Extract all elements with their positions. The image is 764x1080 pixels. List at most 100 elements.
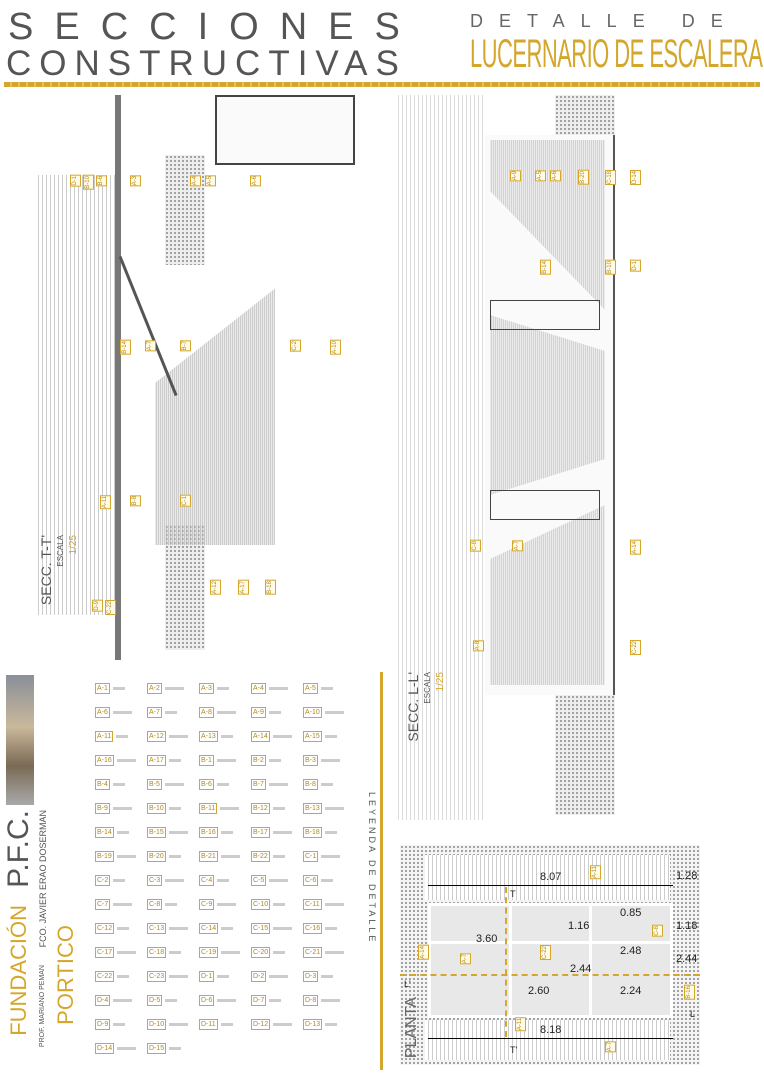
legend-code: A-16 [95, 754, 114, 766]
legend-description-placeholder [117, 1046, 137, 1050]
legend-description-placeholder [220, 854, 240, 858]
legend-description-placeholder [169, 1046, 182, 1050]
legend-description-placeholder [112, 782, 125, 786]
legend-entry: B-14 [95, 820, 147, 844]
legend-entry: C-14 [199, 916, 251, 940]
legend-entry: A-11 [95, 724, 147, 748]
legend-entry: B-18 [303, 820, 355, 844]
legend-entry: A-17 [147, 748, 199, 772]
legend-entry: C-20 [251, 940, 303, 964]
glass-panel [592, 944, 670, 1015]
legend-code: D-11 [199, 1018, 218, 1030]
legend-entry: C-13 [147, 916, 199, 940]
legend-entry: C-19 [199, 940, 251, 964]
legend-description-placeholder [268, 758, 281, 762]
legend-entry: A-4 [251, 676, 303, 700]
cut-label: T' [510, 1045, 518, 1055]
legend-code: A-2 [147, 682, 162, 694]
legend-description-placeholder [220, 1022, 233, 1026]
legend-code: D-8 [303, 994, 319, 1006]
portico-label: PORTICO [53, 925, 78, 1025]
cut-line-t [505, 887, 507, 1037]
legend-entry: B-1 [199, 748, 251, 772]
legend-description-placeholder [165, 878, 185, 882]
legend-code: C-7 [95, 898, 111, 910]
legend-code: B-17 [251, 826, 270, 838]
floor-hatch [425, 855, 670, 900]
legend-code: C-21 [303, 946, 323, 958]
legend-description-placeholder [168, 830, 188, 834]
dim-label: 2.44 [676, 953, 698, 965]
legend-entry: C-2 [95, 868, 147, 892]
legend-description-placeholder [325, 1022, 338, 1026]
legend-entry: D-15 [147, 1036, 199, 1060]
legend-description-placeholder [273, 926, 293, 930]
legend-description-placeholder [168, 806, 181, 810]
legend-entry: D-11 [199, 1012, 251, 1036]
legend-description-placeholder [168, 854, 181, 858]
legend-entry: C-7 [95, 892, 147, 916]
legend-description-placeholder [269, 974, 289, 978]
legend-code: A-4 [251, 682, 266, 694]
legend-description-placeholder [320, 686, 333, 690]
tag: A-7 [605, 1041, 616, 1053]
legend-code: C-1 [303, 850, 319, 862]
legend-entry: D-5 [147, 988, 199, 1012]
dim-label: 3.60 [476, 933, 498, 945]
legend-code: D-9 [95, 1018, 111, 1030]
legend-entry: A-16 [95, 748, 147, 772]
legend-code: A-5 [303, 682, 318, 694]
legend-code: A-7 [147, 706, 162, 718]
legend-description-placeholder [268, 710, 281, 714]
section-l-title: SECC. L-L' [405, 672, 421, 742]
legend-description-placeholder [164, 710, 177, 714]
tag: A-6 [550, 170, 561, 182]
legend-description-placeholder [169, 1022, 189, 1026]
legend-entry: A-8 [199, 700, 251, 724]
legend-entry: B-15 [147, 820, 199, 844]
subtitle-line-2: LUCERNARIO DE ESCALERA [470, 32, 763, 76]
legend-description-placeholder [324, 902, 344, 906]
legend-code: A-17 [147, 754, 166, 766]
roof-layers-top [555, 95, 615, 135]
legend-description-placeholder [269, 998, 282, 1002]
legend-description-placeholder [216, 782, 229, 786]
tag: A-14 [418, 945, 429, 960]
legend-description-placeholder [217, 998, 237, 1002]
legend-description-placeholder [321, 854, 341, 858]
legend-code: D-3 [303, 970, 319, 982]
legend-code: A-8 [199, 706, 214, 718]
dim-label: 2.24 [620, 985, 642, 997]
legend-code: A-12 [147, 730, 166, 742]
legend-code: B-15 [147, 826, 166, 838]
legend-code: B-7 [251, 778, 266, 790]
legend-code: B-1 [199, 754, 214, 766]
legend-code: C-12 [95, 922, 115, 934]
legend-description-placeholder [165, 902, 178, 906]
legend-code: B-14 [95, 826, 114, 838]
legend-entry: A-3 [199, 676, 251, 700]
tag: C-8 [652, 925, 663, 937]
tag: B-20 [578, 170, 589, 185]
dim-label: 2.48 [620, 945, 642, 957]
legend-code: C-2 [95, 874, 111, 886]
legend-entry: C-18 [147, 940, 199, 964]
legend-entry: C-5 [251, 868, 303, 892]
legend-description-placeholder [116, 758, 136, 762]
tag: C-22 [105, 600, 116, 616]
legend-description-placeholder [217, 974, 230, 978]
legend-entry: C-15 [251, 916, 303, 940]
legend-code: A-11 [95, 730, 114, 742]
legend-code: B-2 [251, 754, 266, 766]
title-line-1: SECCIONES [8, 6, 421, 48]
legend-description-placeholder [320, 758, 340, 762]
legend-entry: A-2 [147, 676, 199, 700]
legend-description-placeholder [216, 710, 236, 714]
tag: C-2 [290, 340, 301, 352]
legend-description-placeholder [117, 926, 130, 930]
section-l-scale-label: ESCALA [423, 672, 432, 704]
legend-entry: C-9 [199, 892, 251, 916]
dim-line [428, 885, 673, 886]
